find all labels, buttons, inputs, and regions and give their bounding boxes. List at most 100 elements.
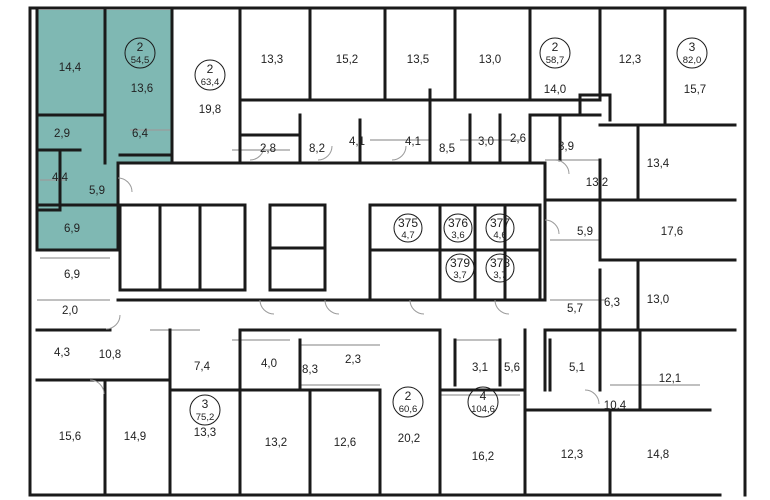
apartment-area: 60,6 xyxy=(399,404,418,415)
storage-area: 3,7 xyxy=(493,270,506,281)
apartment-badge-circle xyxy=(392,386,424,418)
room-area-label: 6,9 xyxy=(64,223,80,235)
room-area-label: 13,0 xyxy=(479,54,501,66)
room-area-label: 8,5 xyxy=(439,143,455,155)
room-area-label: 4,1 xyxy=(405,136,421,148)
room-area-label: 7,4 xyxy=(194,361,211,373)
room-area-label: 3,0 xyxy=(478,136,494,148)
apartment-area: 54,5 xyxy=(131,55,150,66)
room-area-label: 13,3 xyxy=(261,54,283,66)
room-area-label: 13,5 xyxy=(407,54,429,66)
storage-number: 377 xyxy=(490,216,510,230)
apartment-badge-circle xyxy=(189,394,221,426)
apartment-rooms: 4 xyxy=(480,389,487,403)
apartment-badge: 254,5 xyxy=(124,37,156,69)
apartment-rooms: 2 xyxy=(552,40,559,54)
storage-circle xyxy=(445,253,475,283)
apartment-badge: 375,2 xyxy=(189,394,221,426)
apartment-area: 82,0 xyxy=(683,55,702,66)
room-area-label: 4,4 xyxy=(52,172,69,184)
room-area-label: 6,4 xyxy=(132,128,149,140)
storage-area: 4,6 xyxy=(493,230,506,241)
room-area-label: 8,3 xyxy=(302,364,318,376)
room-area-label: 5,7 xyxy=(567,303,583,315)
room-area-label: 15,7 xyxy=(684,84,706,96)
apartment-badge: 260,6 xyxy=(392,386,424,418)
storage-area: 3,7 xyxy=(453,270,466,281)
storage-number: 375 xyxy=(398,216,418,230)
storage-area: 4,7 xyxy=(401,230,414,241)
thin-partitions xyxy=(37,129,700,396)
storage-number: 376 xyxy=(448,216,468,230)
apartment-area: 58,7 xyxy=(546,55,565,66)
room-area-label: 5,6 xyxy=(504,362,520,374)
room-area-label: 3,1 xyxy=(472,362,488,374)
room-area-label: 12,1 xyxy=(659,373,681,385)
storage-number: 378 xyxy=(490,256,510,270)
room-area-label: 3,9 xyxy=(558,141,574,153)
apartment-rooms: 2 xyxy=(405,389,412,403)
apartment-area: 104,6 xyxy=(471,404,495,415)
apartment-area: 75,2 xyxy=(196,412,215,423)
room-area-label: 12,6 xyxy=(334,437,356,449)
storage-circle xyxy=(485,213,515,243)
apartment-badge-circle xyxy=(539,37,571,69)
room-area-label: 16,2 xyxy=(472,451,494,463)
apartment-rooms: 2 xyxy=(207,62,214,76)
room-area-label: 13,3 xyxy=(194,427,216,439)
room-area-labels: 14,4 13,6 2,9 6,4 4,4 5,9 6,9 6,9 2,0 4,3 10,8 15,6… xyxy=(52,54,706,463)
room-area-label: 10,8 xyxy=(99,349,121,361)
apartment-rooms: 3 xyxy=(689,40,696,54)
room-area-label: 13,2 xyxy=(265,437,287,449)
room-area-label: 12,3 xyxy=(619,54,641,66)
apartment-rooms: 2 xyxy=(137,40,144,54)
room-area-label: 12,3 xyxy=(561,449,583,461)
room-area-label: 14,9 xyxy=(124,431,146,443)
room-area-label: 6,3 xyxy=(604,297,620,309)
apartment-badge-circle xyxy=(194,59,226,91)
room-area-label: 14,4 xyxy=(59,62,82,74)
room-area-label: 5,1 xyxy=(569,362,585,374)
door-swings xyxy=(89,145,600,405)
apartment-area: 63,4 xyxy=(201,77,220,88)
room-area-label: 2,0 xyxy=(62,305,78,317)
storage-circle xyxy=(393,213,423,243)
storage-number: 379 xyxy=(450,256,470,270)
apartment-badge-circle xyxy=(124,37,156,69)
room-area-label: 13,4 xyxy=(647,158,670,170)
walls xyxy=(28,6,747,497)
room-area-label: 2,8 xyxy=(260,143,276,155)
room-area-label: 6,9 xyxy=(64,269,80,281)
room-area-label: 15,6 xyxy=(59,431,81,443)
apartment-badge-circle xyxy=(676,37,708,69)
room-area-label: 13,6 xyxy=(131,83,153,95)
room-area-label: 20,2 xyxy=(398,433,420,445)
room-area-label: 4,3 xyxy=(54,347,70,359)
room-area-label: 10,4 xyxy=(604,400,627,412)
room-area-label: 4,1 xyxy=(349,136,365,148)
room-area-label: 14,0 xyxy=(544,84,566,96)
room-area-label: 2,9 xyxy=(54,128,70,140)
room-area-label: 14,8 xyxy=(647,449,669,461)
room-area-label: 15,2 xyxy=(336,54,358,66)
room-area-label: 5,9 xyxy=(577,226,593,238)
room-area-label: 17,6 xyxy=(661,226,683,238)
room-area-label: 8,2 xyxy=(309,143,325,155)
apartment-rooms: 3 xyxy=(202,397,209,411)
storage-circle xyxy=(443,213,473,243)
room-area-label: 2,3 xyxy=(345,354,361,366)
room-area-label: 13,0 xyxy=(647,294,669,306)
room-area-label: 19,8 xyxy=(199,104,221,116)
storage-circle xyxy=(485,253,515,283)
apartment-badge: 258,7 xyxy=(539,37,571,69)
room-area-label: 13,2 xyxy=(586,177,608,189)
